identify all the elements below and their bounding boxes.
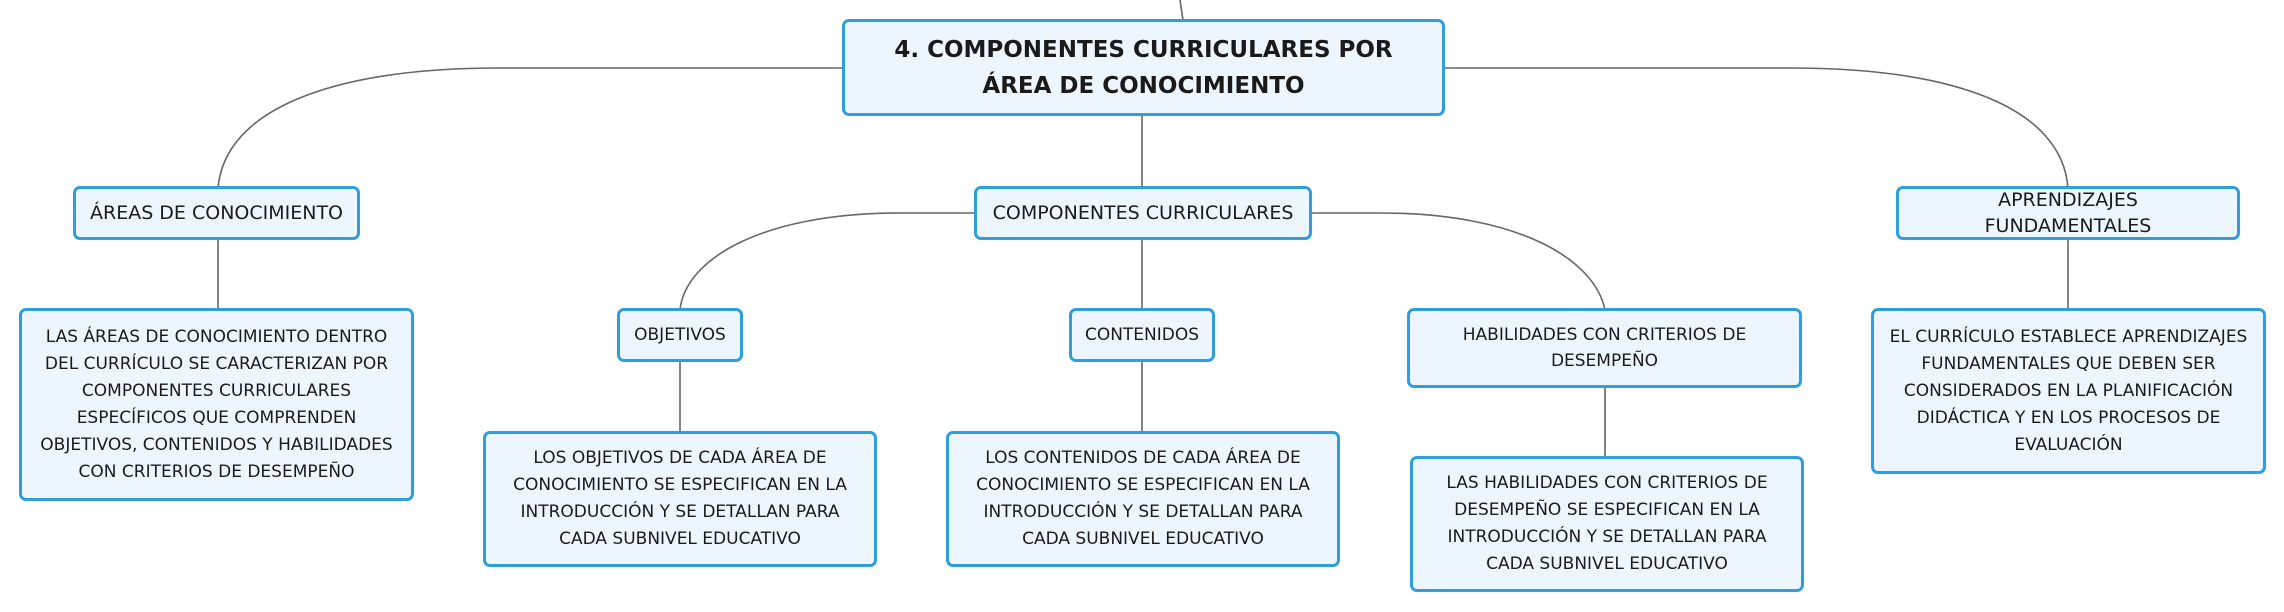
contenidos-description-text: LOS CONTENIDOS DE CADA ÁREA DE CONOCIMIE… (976, 448, 1310, 549)
contenidos-description-node[interactable]: LOS CONTENIDOS DE CADA ÁREA DE CONOCIMIE… (946, 431, 1340, 567)
contenidos-node[interactable]: CONTENIDOS (1069, 308, 1215, 362)
objetivos-description-text: LOS OBJETIVOS DE CADA ÁREA DE CONOCIMIEN… (513, 448, 847, 549)
componentes-curriculares-label: COMPONENTES CURRICULARES (992, 202, 1294, 224)
connector-parent-root (1179, 0, 1184, 21)
connector-root-areas (217, 67, 845, 189)
root-topic-node[interactable]: 4. COMPONENTES CURRICULARES POR ÁREA DE … (842, 19, 1445, 116)
areas-description-text: LAS ÁREAS DE CONOCIMIENTO DENTRO DEL CUR… (40, 326, 393, 482)
componentes-curriculares-node[interactable]: COMPONENTES CURRICULARES (974, 186, 1312, 240)
connector-root-aprendizajes (1442, 67, 2069, 189)
habilidades-description-node[interactable]: LAS HABILIDADES CON CRITERIOS DE DESEMPE… (1410, 456, 1804, 592)
areas-conocimiento-label: ÁREAS DE CONOCIMIENTO (90, 202, 344, 224)
objetivos-node[interactable]: OBJETIVOS (617, 308, 743, 362)
connector-componentes-objetivos (679, 212, 976, 311)
objetivos-description-node[interactable]: LOS OBJETIVOS DE CADA ÁREA DE CONOCIMIEN… (483, 431, 877, 567)
habilidades-label: HABILIDADES CON CRITERIOS DE DESEMPEÑO (1462, 325, 1747, 371)
aprendizajes-fundamentales-label: APRENDIZAJES FUNDAMENTALES (1984, 189, 2152, 237)
areas-description-node[interactable]: LAS ÁREAS DE CONOCIMIENTO DENTRO DEL CUR… (19, 308, 414, 501)
aprendizajes-description-node[interactable]: EL CURRÍCULO ESTABLECE APRENDIZAJES FUND… (1871, 308, 2266, 474)
root-topic-label: 4. COMPONENTES CURRICULARES POR ÁREA DE … (894, 36, 1393, 99)
objetivos-label: OBJETIVOS (634, 325, 726, 345)
contenidos-label: CONTENIDOS (1084, 325, 1200, 345)
habilidades-node[interactable]: HABILIDADES CON CRITERIOS DE DESEMPEÑO (1407, 308, 1802, 388)
habilidades-description-text: LAS HABILIDADES CON CRITERIOS DE DESEMPE… (1446, 473, 1768, 574)
aprendizajes-description-text: EL CURRÍCULO ESTABLECE APRENDIZAJES FUND… (1889, 326, 2248, 455)
areas-conocimiento-node[interactable]: ÁREAS DE CONOCIMIENTO (73, 186, 360, 240)
aprendizajes-fundamentales-node[interactable]: APRENDIZAJES FUNDAMENTALES (1896, 186, 2240, 240)
connector-componentes-habilidades (1310, 212, 1606, 311)
